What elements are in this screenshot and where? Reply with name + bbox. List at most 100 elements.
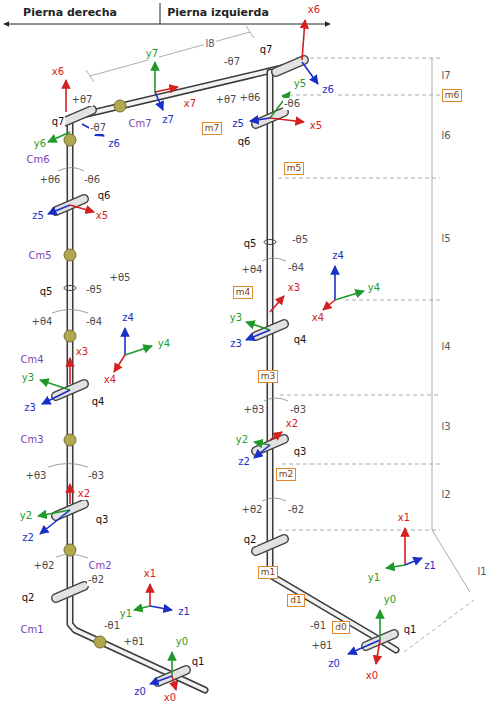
angle-label: +θ1	[123, 636, 146, 648]
y-axis-label: y6	[33, 138, 47, 150]
joint-label: q5	[39, 286, 54, 298]
callout-box: m2	[276, 468, 297, 481]
joint-label: q4	[293, 334, 308, 346]
angle-label: -θ6	[283, 98, 301, 110]
header-arrow	[4, 24, 330, 25]
joint-label: q6	[237, 136, 252, 148]
joint-label: q1	[191, 656, 206, 668]
y-axis-label: y0	[175, 636, 189, 648]
dimension-label: l3	[440, 421, 451, 433]
joint-label: q2	[243, 534, 258, 546]
header-label: Pierna izquierda	[166, 6, 270, 19]
mass-center-label: Cm2	[87, 560, 112, 572]
leg-tube	[70, 66, 290, 690]
angle-label: -θ4	[85, 316, 103, 328]
z-axis-arrow	[334, 266, 336, 300]
joint-cylinder	[56, 586, 84, 598]
x-axis-label: x4	[311, 312, 325, 324]
angle-label: -θ2	[87, 574, 105, 586]
dimension-label: l1	[476, 566, 487, 578]
mass-center-label: Cm3	[19, 434, 44, 446]
callout-box: m5	[284, 162, 305, 175]
angle-arc	[52, 310, 88, 314]
dimension-label: l5	[440, 233, 451, 245]
dimension-line	[296, 58, 440, 59]
x-axis-label: x1	[143, 568, 157, 580]
callout-box: m3	[258, 370, 279, 383]
z-axis-label: z5	[231, 118, 245, 130]
angle-arc	[48, 464, 88, 468]
y-axis-label: y4	[157, 338, 171, 350]
dimension-line	[282, 464, 440, 465]
leg-tube	[70, 66, 290, 690]
y-axis-label: y3	[21, 372, 35, 384]
joint-label: q7	[259, 44, 274, 56]
callout-text: m3	[261, 371, 276, 382]
angle-label: -θ1	[103, 620, 121, 632]
x-axis-arrow	[149, 584, 151, 606]
angle-arc	[264, 398, 288, 401]
x-axis-arrow	[114, 355, 125, 372]
angle-label: +θ6	[239, 92, 262, 104]
z-axis-arrow	[48, 205, 70, 214]
angle-label: +θ3	[25, 470, 48, 482]
y-axis-arrow	[48, 132, 70, 142]
x-axis-arrow	[376, 640, 380, 664]
angle-label: +θ2	[33, 560, 56, 572]
mass-center-ball	[94, 636, 106, 648]
angle-arc	[58, 168, 84, 172]
z-axis-label: z3	[229, 338, 243, 350]
angle-label: +θ4	[31, 316, 54, 328]
z-axis-label: z3	[23, 402, 37, 414]
angle-label: +θ7	[71, 94, 94, 106]
callout-box: d0	[332, 621, 349, 634]
x-axis-label: x6	[51, 66, 65, 78]
joint-cylinder	[276, 60, 304, 72]
y-axis-label: y0	[383, 594, 397, 606]
dimension-line	[90, 32, 250, 76]
callout-text: d1	[290, 595, 301, 606]
dimension-line	[345, 300, 440, 301]
angle-label: -θ3	[87, 470, 105, 482]
callout-box: m1	[258, 566, 279, 579]
joint-cylinder	[256, 539, 284, 551]
z-axis-arrow	[124, 328, 126, 355]
angle-label: -θ5	[291, 234, 309, 246]
dimension-line	[432, 58, 433, 530]
dimension-tick	[86, 70, 94, 82]
angle-label: +θ7	[215, 94, 238, 106]
x-axis-arrow	[270, 118, 304, 122]
z-axis-label: z7	[161, 114, 175, 126]
z-axis-label: z4	[331, 250, 345, 262]
angle-arc	[262, 258, 286, 261]
z-axis-label: z5	[31, 210, 45, 222]
joint-label: q6	[97, 190, 112, 202]
joint-label: q4	[91, 396, 106, 408]
x-axis-arrow	[172, 676, 176, 690]
x-axis-arrow	[302, 20, 305, 60]
joint-label: q7	[51, 116, 66, 128]
mass-center-ball	[64, 434, 76, 446]
y-axis-label: y2	[19, 510, 33, 522]
leg-tube	[270, 72, 396, 650]
z-axis-arrow	[250, 118, 270, 121]
mass-center-ball	[114, 100, 126, 112]
angle-label: -θ7	[223, 56, 241, 68]
x-axis-label: x5	[95, 210, 109, 222]
callout-text: m2	[279, 469, 294, 480]
header-divider	[160, 3, 161, 24]
z-axis-label: z0	[327, 658, 341, 670]
dimension-line	[432, 530, 470, 592]
z-axis-arrow	[42, 390, 70, 404]
dimension-line	[282, 95, 440, 96]
angle-label: -θ6	[83, 174, 101, 186]
x-axis-label: x6	[307, 4, 321, 16]
mass-center-ball	[64, 134, 76, 146]
joint-label: q2	[21, 592, 36, 604]
x-axis-label: x3	[75, 346, 89, 358]
x-axis-arrow	[323, 300, 335, 310]
y-axis-arrow	[379, 610, 381, 640]
y-axis-label: y4	[367, 282, 381, 294]
